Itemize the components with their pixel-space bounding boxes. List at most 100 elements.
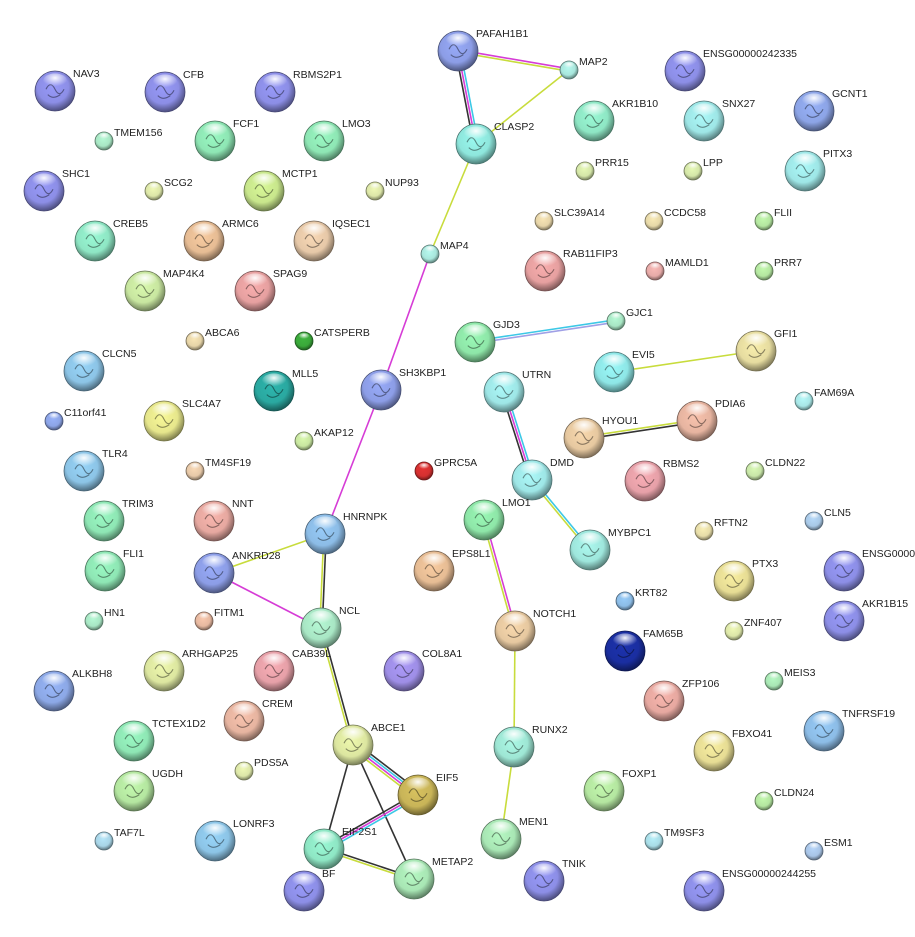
node-fitm1[interactable]: FITM1 bbox=[194, 607, 244, 631]
node-ptx3[interactable]: PTX3 bbox=[713, 558, 778, 602]
node-shc1[interactable]: SHC1 bbox=[23, 168, 90, 212]
node-scg2[interactable]: SCG2 bbox=[144, 177, 193, 201]
node-c11orf41[interactable]: C11orf41 bbox=[44, 407, 107, 431]
node-hnrnpk[interactable]: HNRNPK bbox=[304, 511, 387, 555]
node-rftn2[interactable]: RFTN2 bbox=[694, 517, 748, 541]
node-evi5[interactable]: EVI5 bbox=[593, 349, 655, 393]
node-gfi1[interactable]: GFI1 bbox=[735, 328, 797, 372]
node-gjd3[interactable]: GJD3 bbox=[454, 319, 520, 363]
node-ensg00000242335[interactable]: ENSG00000242335 bbox=[664, 48, 797, 92]
node-nnt[interactable]: NNT bbox=[193, 498, 254, 542]
node-rbms2[interactable]: RBMS2 bbox=[624, 458, 699, 502]
node-ensg0000[interactable]: ENSG0000 bbox=[823, 548, 915, 592]
node-metap2[interactable]: METAP2 bbox=[393, 856, 473, 900]
node-krt82[interactable]: KRT82 bbox=[615, 587, 668, 611]
node-slc4a7[interactable]: SLC4A7 bbox=[143, 398, 221, 442]
node-lpp[interactable]: LPP bbox=[683, 157, 723, 181]
node-cln5[interactable]: CLN5 bbox=[804, 507, 851, 531]
node-ankrd28[interactable]: ANKRD28 bbox=[193, 550, 281, 594]
node-clcn5[interactable]: CLCN5 bbox=[63, 348, 137, 392]
node-tnik[interactable]: TNIK bbox=[523, 858, 586, 902]
node-arhgap25[interactable]: ARHGAP25 bbox=[143, 648, 238, 692]
node-eif2s1[interactable]: EIF2S1 bbox=[303, 826, 377, 870]
node-gcnt1[interactable]: GCNT1 bbox=[793, 88, 868, 132]
node-tm9sf3[interactable]: TM9SF3 bbox=[644, 827, 704, 851]
node-ccdc58[interactable]: CCDC58 bbox=[644, 207, 706, 231]
node-pitx3[interactable]: PITX3 bbox=[784, 148, 852, 192]
node-gprc5a[interactable]: GPRC5A bbox=[414, 457, 477, 481]
node-snx27[interactable]: SNX27 bbox=[683, 98, 755, 142]
node-rbms2p1[interactable]: RBMS2P1 bbox=[254, 69, 342, 113]
node-pdia6[interactable]: PDIA6 bbox=[676, 398, 746, 442]
node-cldn24[interactable]: CLDN24 bbox=[754, 787, 814, 811]
node-cab39l[interactable]: CAB39L bbox=[253, 648, 331, 692]
node-ncl[interactable]: NCL bbox=[300, 605, 360, 649]
node-bf[interactable]: BF bbox=[283, 868, 335, 912]
node-catsperb[interactable]: CATSPERB bbox=[294, 327, 370, 351]
node-nav3[interactable]: NAV3 bbox=[34, 68, 100, 112]
node-ugdh[interactable]: UGDH bbox=[113, 768, 183, 812]
node-map2[interactable]: MAP2 bbox=[559, 56, 608, 80]
node-notch1[interactable]: NOTCH1 bbox=[494, 608, 576, 652]
node-hyou1[interactable]: HYOU1 bbox=[563, 415, 638, 459]
node-ensg00000244255[interactable]: ENSG00000244255 bbox=[683, 868, 816, 912]
node-akap12[interactable]: AKAP12 bbox=[294, 427, 354, 451]
node-znf407[interactable]: ZNF407 bbox=[724, 617, 782, 641]
node-fcf1[interactable]: FCF1 bbox=[194, 118, 259, 162]
node-prr7[interactable]: PRR7 bbox=[754, 257, 802, 281]
node-clasp2[interactable]: CLASP2 bbox=[455, 121, 534, 165]
node-lmo3[interactable]: LMO3 bbox=[303, 118, 371, 162]
node-iqsec1[interactable]: IQSEC1 bbox=[293, 218, 371, 262]
node-hn1[interactable]: HN1 bbox=[84, 607, 125, 631]
node-eps8l1[interactable]: EPS8L1 bbox=[413, 548, 491, 592]
node-gjc1[interactable]: GJC1 bbox=[606, 307, 653, 331]
node-rab11fip3[interactable]: RAB11FIP3 bbox=[524, 248, 618, 292]
node-crem[interactable]: CREM bbox=[223, 698, 293, 742]
node-cfb[interactable]: CFB bbox=[144, 69, 204, 113]
node-mll5[interactable]: MLL5 bbox=[253, 368, 318, 412]
node-prr15[interactable]: PRR15 bbox=[575, 157, 629, 181]
node-tctex1d2[interactable]: TCTEX1D2 bbox=[113, 718, 206, 762]
node-meis3[interactable]: MEIS3 bbox=[764, 667, 816, 691]
node-nup93[interactable]: NUP93 bbox=[365, 177, 419, 201]
node-mctp1[interactable]: MCTP1 bbox=[243, 168, 318, 212]
node-map4[interactable]: MAP4 bbox=[420, 240, 469, 264]
node-tm4sf19[interactable]: TM4SF19 bbox=[185, 457, 251, 481]
node-fam65b[interactable]: FAM65B bbox=[604, 628, 683, 672]
node-taf7l[interactable]: TAF7L bbox=[94, 827, 145, 851]
node-pds5a[interactable]: PDS5A bbox=[234, 757, 288, 781]
node-fam69a[interactable]: FAM69A bbox=[794, 387, 854, 411]
node-sh3kbp1[interactable]: SH3KBP1 bbox=[360, 367, 446, 411]
node-cldn22[interactable]: CLDN22 bbox=[745, 457, 805, 481]
node-lonrf3[interactable]: LONRF3 bbox=[194, 818, 275, 862]
node-zfp106[interactable]: ZFP106 bbox=[643, 678, 720, 722]
node-fbxo41[interactable]: FBXO41 bbox=[693, 728, 772, 772]
node-runx2[interactable]: RUNX2 bbox=[493, 724, 568, 768]
node-creb5[interactable]: CREB5 bbox=[74, 218, 148, 262]
node-foxp1[interactable]: FOXP1 bbox=[583, 768, 657, 812]
node-tlr4[interactable]: TLR4 bbox=[63, 448, 128, 492]
node-mybpc1[interactable]: MYBPC1 bbox=[569, 527, 651, 571]
node-col8a1[interactable]: COL8A1 bbox=[383, 648, 462, 692]
node-flii[interactable]: FLII bbox=[754, 207, 792, 231]
node-eif5[interactable]: EIF5 bbox=[397, 772, 458, 816]
node-mamld1[interactable]: MAMLD1 bbox=[645, 257, 709, 281]
node-map4k4[interactable]: MAP4K4 bbox=[124, 268, 205, 312]
node-alkbh8[interactable]: ALKBH8 bbox=[33, 668, 112, 712]
node-abce1[interactable]: ABCE1 bbox=[332, 722, 406, 766]
node-akr1b15[interactable]: AKR1B15 bbox=[823, 598, 908, 642]
node-spag9[interactable]: SPAG9 bbox=[234, 268, 307, 312]
node-lmo1[interactable]: LMO1 bbox=[463, 497, 531, 541]
node-armc6[interactable]: ARMC6 bbox=[183, 218, 259, 262]
node-men1[interactable]: MEN1 bbox=[480, 816, 548, 860]
node-tmem156[interactable]: TMEM156 bbox=[94, 127, 163, 151]
node-tnfrsf19[interactable]: TNFRSF19 bbox=[803, 708, 895, 752]
node-akr1b10[interactable]: AKR1B10 bbox=[573, 98, 658, 142]
node-utrn[interactable]: UTRN bbox=[483, 369, 551, 413]
node-dmd[interactable]: DMD bbox=[511, 457, 574, 501]
node-pafah1b1[interactable]: PAFAH1B1 bbox=[437, 28, 528, 72]
node-fli1[interactable]: FLI1 bbox=[84, 548, 144, 592]
node-esm1[interactable]: ESM1 bbox=[804, 837, 853, 861]
node-abca6[interactable]: ABCA6 bbox=[185, 327, 240, 351]
node-slc39a14[interactable]: SLC39A14 bbox=[534, 207, 605, 231]
